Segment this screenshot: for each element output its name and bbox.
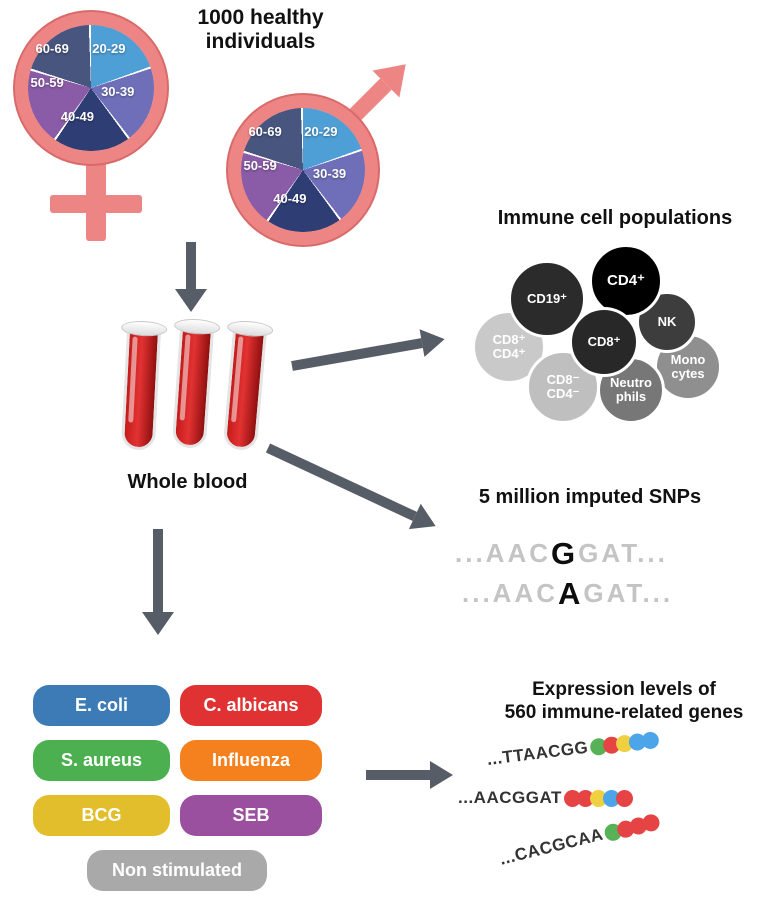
gene-read-sequence: ...AACGGAT: [458, 788, 562, 807]
stimulus-pill-non-stimulated: Non stimulated: [87, 850, 267, 891]
cell-circle-cd4-pos: CD4⁺: [589, 244, 663, 318]
gene-read-sequence: ...TTAACGG: [485, 737, 590, 769]
age-slice-label-50-59: 50-59: [30, 75, 64, 91]
stimulus-pill-seb: SEB: [180, 795, 322, 836]
snp-seq-suffix: GAT...: [583, 578, 674, 608]
age-slice-label-20-29: 20-29: [92, 41, 126, 57]
cohort-title: 1000 healthy individuals: [197, 6, 324, 54]
cell-circle-cd8-pos: CD8⁺: [569, 307, 639, 377]
age-slice-label-40-49: 40-49: [273, 191, 307, 207]
gene-read-1: ...TTAACGG: [486, 729, 660, 770]
male-age-pie-chart: 20-29 30-39 40-49 50-59 60-69: [241, 108, 365, 232]
expression-dot: [602, 789, 620, 807]
blood-tube-icon: [120, 325, 162, 451]
female-symbol-ring: 20-29 30-39 40-49 50-59 60-69: [15, 12, 167, 164]
snp-variant-allele: G: [551, 536, 579, 571]
snp-sequence-2: ...AACAGAT...: [462, 578, 673, 609]
blood-tube-icon: [222, 324, 268, 452]
age-slice-label-20-29: 20-29: [304, 124, 338, 140]
stimulus-pill-c-albicans: C. albicans: [180, 685, 322, 726]
blood-tubes-group: [120, 322, 290, 464]
arrow-stimuli-to-expression: [366, 761, 453, 789]
arrow-blood-to-immune-cells: [290, 325, 448, 379]
whole-blood-label: Whole blood: [127, 471, 248, 493]
age-slice-label-30-39: 30-39: [312, 166, 347, 182]
blood-tube-icon: [171, 322, 215, 450]
stimulus-pill-bcg: BCG: [33, 795, 170, 836]
gene-read-sequence: ...CACGCAA: [497, 824, 606, 869]
snp-seq-suffix: GAT...: [578, 538, 668, 568]
age-slice-label-30-39: 30-39: [101, 84, 135, 100]
expression-dot: [615, 789, 633, 807]
expression-dot: [640, 730, 660, 750]
female-age-pie-chart: 20-29 30-39 40-49 50-59 60-69: [28, 25, 154, 151]
gene-read-2: ...AACGGAT: [458, 788, 633, 808]
stimulus-pill-influenza: Influenza: [180, 740, 322, 781]
arrow-cohort-to-blood: [175, 242, 207, 312]
age-slice-label-40-49: 40-49: [60, 109, 94, 125]
expression-title: Expression levels of 560 immune-related …: [504, 679, 744, 723]
snp-seq-prefix: ...AAC: [462, 578, 558, 608]
age-slice-label-60-69: 60-69: [35, 41, 69, 57]
snp-seq-prefix: ...AAC: [455, 538, 551, 568]
snps-title: 5 million imputed SNPs: [478, 486, 702, 508]
expression-dot: [563, 789, 581, 807]
immune-cells-title: Immune cell populations: [497, 207, 733, 229]
expression-dot: [589, 789, 607, 807]
arrow-blood-to-stimuli: [142, 529, 174, 635]
age-slice-label-50-59: 50-59: [243, 157, 277, 173]
male-symbol: 20-29 30-39 40-49 50-59 60-69: [228, 50, 428, 250]
female-symbol-crossbar: [50, 195, 142, 213]
male-symbol-ring: 20-29 30-39 40-49 50-59 60-69: [228, 95, 378, 245]
stimulus-pill-e-coli: E. coli: [33, 685, 170, 726]
stimulus-pill-s-aureus: S. aureus: [33, 740, 170, 781]
expression-dot: [576, 789, 594, 807]
age-slice-label-60-69: 60-69: [248, 124, 282, 140]
female-symbol: 20-29 30-39 40-49 50-59 60-69: [10, 12, 170, 247]
gene-read-3: ...CACGCAA: [498, 811, 662, 870]
snp-variant-allele: A: [558, 576, 584, 611]
snp-sequence-1: ...AACGGAT...: [455, 538, 668, 569]
